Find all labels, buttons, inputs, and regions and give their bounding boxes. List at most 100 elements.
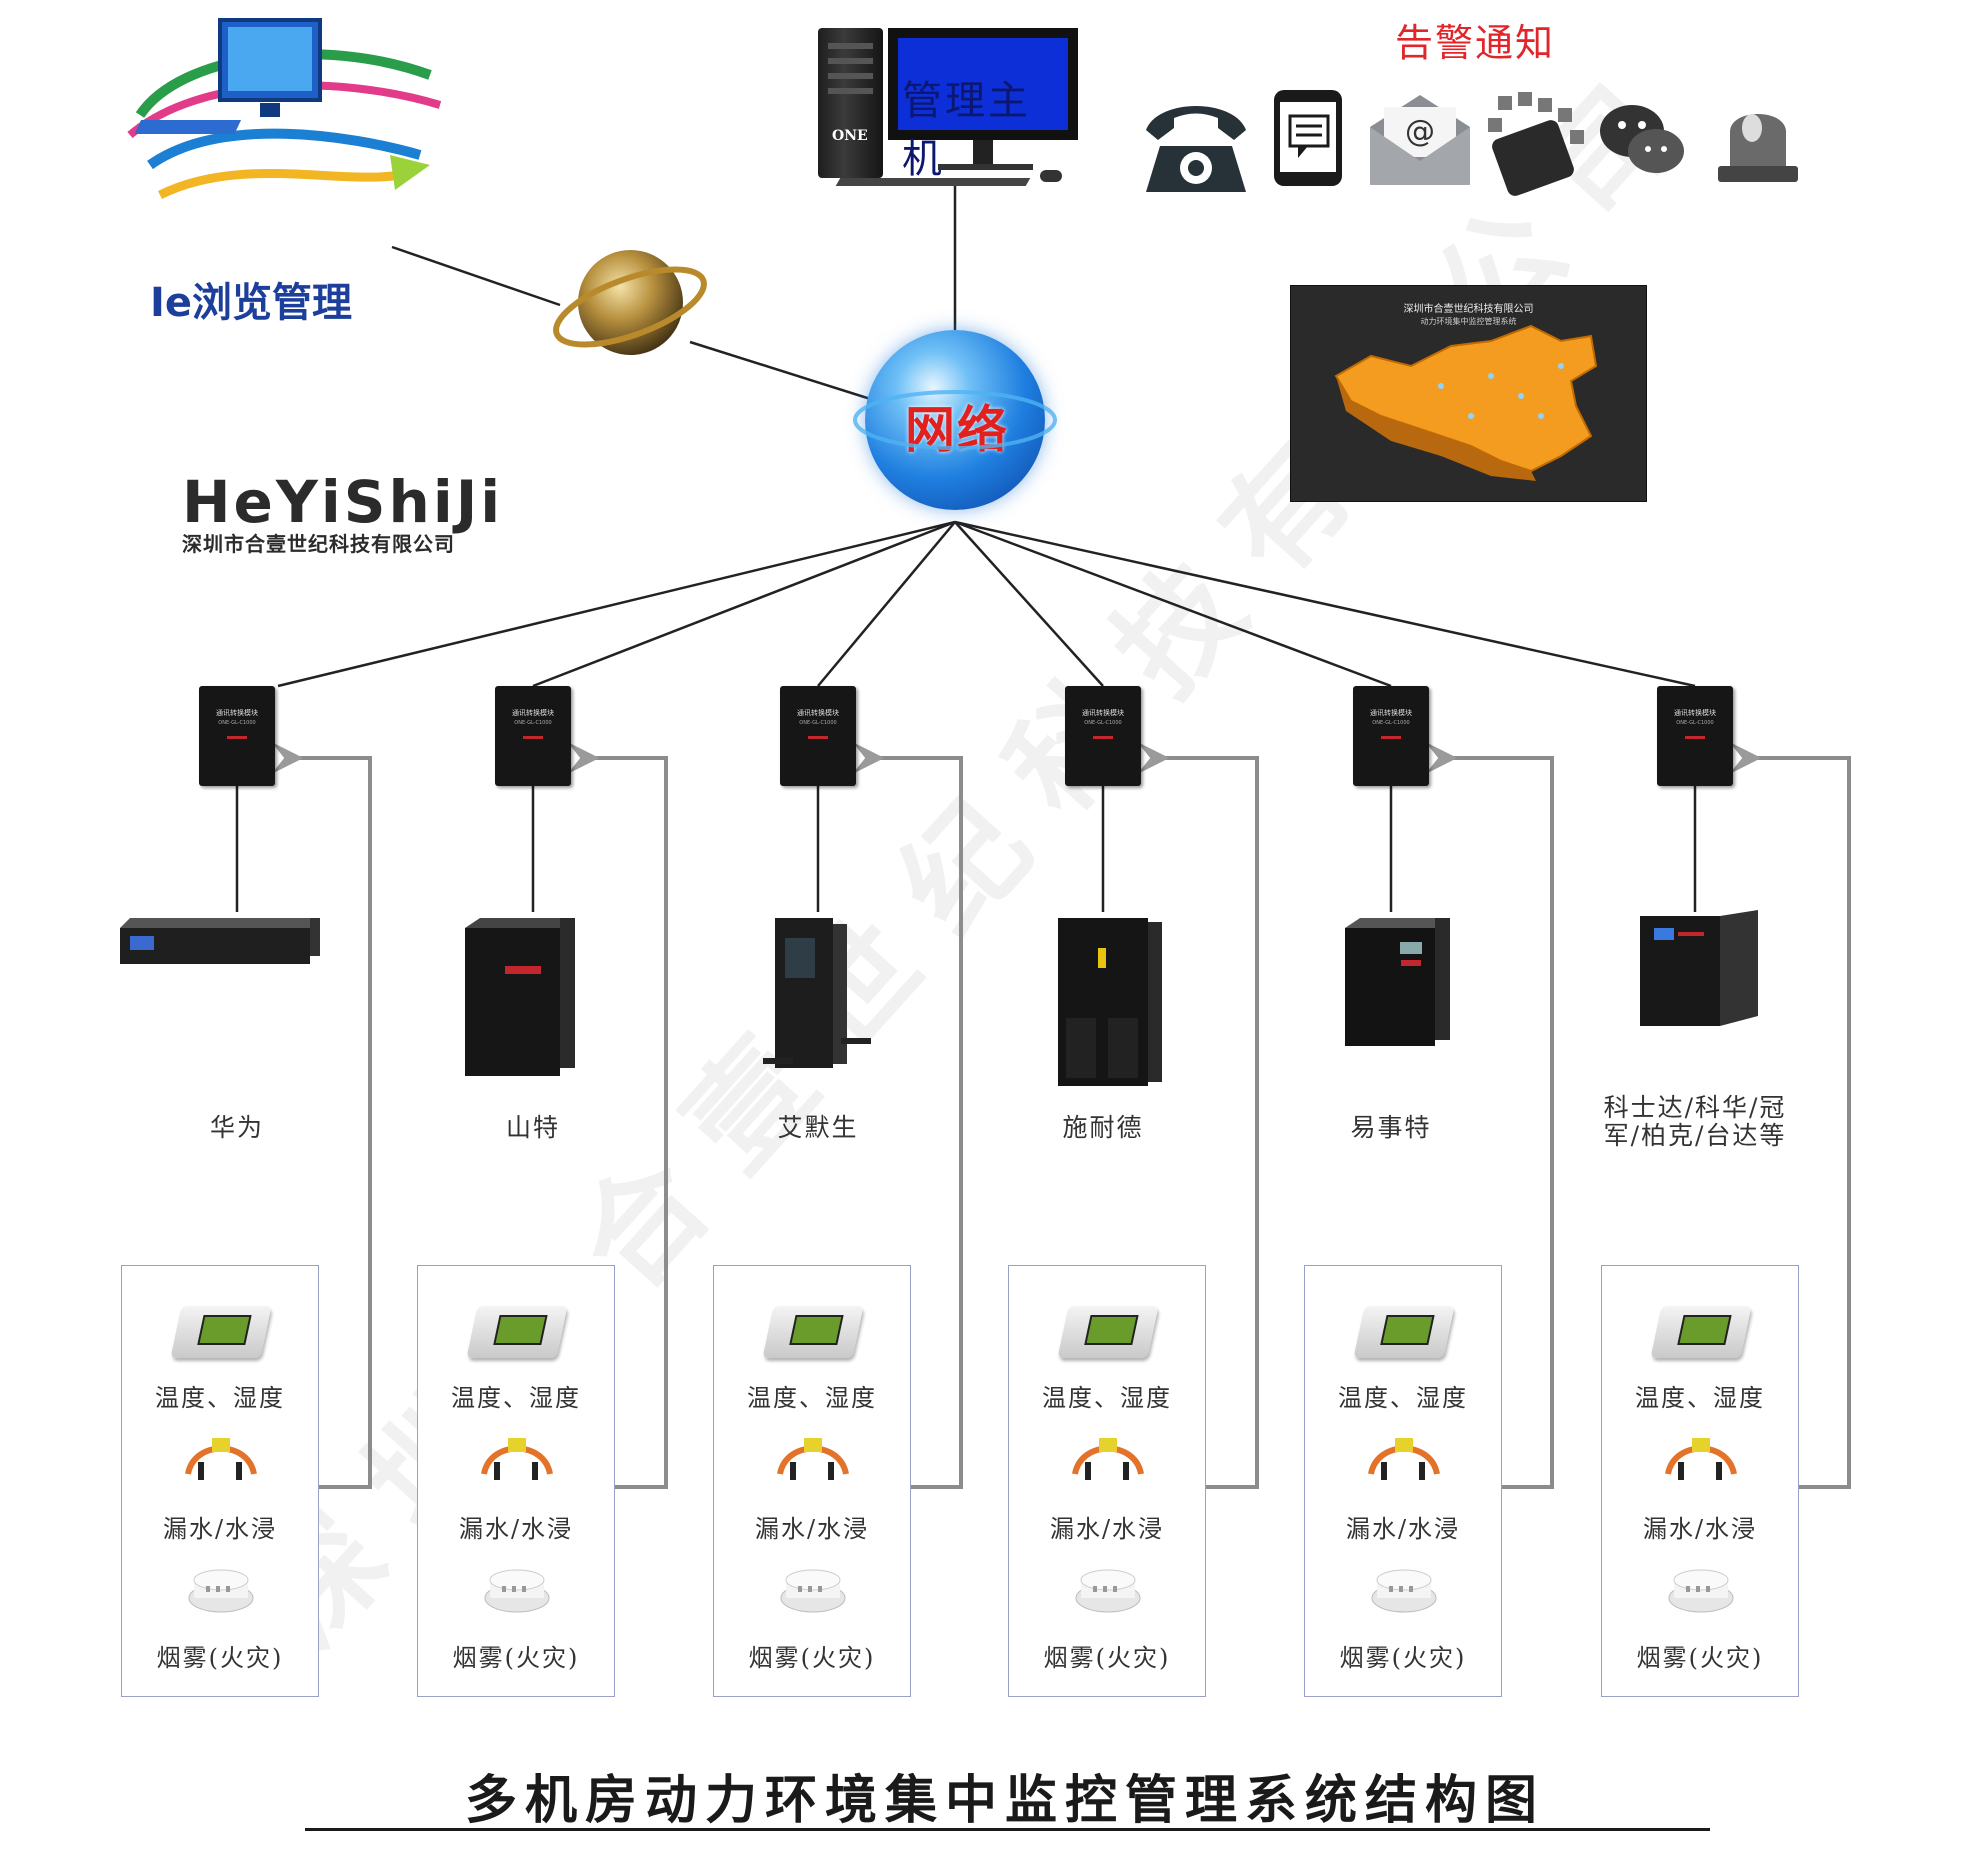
water-leak-sensor-icon: [777, 1438, 849, 1480]
water-leak-label: 漏水/水浸: [458, 1515, 574, 1543]
temp-humidity-sensor-icon: [1353, 1306, 1455, 1358]
email-icon: @: [1370, 95, 1470, 185]
module-title: 通讯转换模块: [1082, 709, 1124, 717]
smoke-fire-label: 烟雾(火灾): [1043, 1644, 1171, 1672]
smoke-detector-icon: [1371, 1569, 1437, 1613]
temp-humidity-sensor-icon: [466, 1306, 568, 1358]
converter-module: 通讯转换模块 ONE-GL-C1000: [1065, 686, 1141, 786]
temp-humidity-label: 温度、湿度: [1635, 1384, 1765, 1412]
water-leak-label: 漏水/水浸: [754, 1515, 870, 1543]
diagram-title: 多机房动力环境集中监控管理系统结构图: [464, 1771, 1545, 1831]
temp-humidity-label: 温度、湿度: [451, 1384, 581, 1412]
module-led: [227, 736, 247, 739]
temp-humidity-label: 温度、湿度: [747, 1384, 877, 1412]
module-led: [1685, 736, 1705, 739]
temp-humidity-sensor-icon: [1650, 1306, 1752, 1358]
svg-text:@: @: [1405, 114, 1435, 149]
temp-humidity-sensor-icon: [762, 1306, 864, 1358]
module-model: ONE-GL-C1000: [218, 720, 256, 726]
water-leak-label: 漏水/水浸: [1345, 1515, 1461, 1543]
sensor-group: 温度、湿度漏水/水浸烟雾(火灾): [713, 1265, 911, 1697]
water-leak-sensor-icon: [481, 1438, 553, 1480]
title-underline: [305, 1828, 1710, 1831]
module-model: ONE-GL-C1000: [1084, 720, 1122, 726]
water-leak-label: 漏水/水浸: [1049, 1515, 1165, 1543]
sms-icon: [1274, 90, 1342, 186]
water-leak-sensor-icon: [185, 1438, 257, 1480]
module-title: 通讯转换模块: [797, 709, 839, 717]
ups-device: [1058, 918, 1168, 1092]
management-host: ONE 管理主机: [818, 28, 1078, 198]
monitor: 管理主机: [888, 28, 1078, 182]
siren-icon: [1718, 114, 1798, 182]
module-model: ONE-GL-C1000: [1676, 720, 1714, 726]
water-leak-sensor-icon: [1665, 1438, 1737, 1480]
converter-module: 通讯转换模块 ONE-GL-C1000: [199, 686, 275, 786]
ups-brand-line2: 军/柏克/台达等: [1603, 1121, 1787, 1150]
network-ring-icon: [853, 390, 1057, 450]
smoke-detector-icon: [1075, 1569, 1141, 1613]
screen-system: 动力环境集中监控管理系统: [1420, 317, 1517, 326]
host-brand: ONE: [832, 128, 868, 144]
sensor-group: 温度、湿度漏水/水浸烟雾(火灾): [417, 1265, 615, 1697]
signal-return-arrow: [852, 742, 963, 1489]
alarm-title: 告警通知: [1395, 21, 1556, 65]
ups-device: [120, 918, 320, 970]
module-led: [1093, 736, 1113, 739]
smoke-fire-label: 烟雾(火灾): [748, 1644, 876, 1672]
ups-brand-label: 施耐德: [1062, 1113, 1144, 1142]
app-icon: [1488, 92, 1584, 196]
smoke-fire-label: 烟雾(火灾): [1339, 1644, 1467, 1672]
signal-return-arrow: [1137, 742, 1259, 1489]
ups-device: [1640, 910, 1760, 1034]
signal-return-arrow: [1425, 742, 1554, 1489]
smoke-detector-icon: [188, 1569, 254, 1613]
signal-return-arrow: [567, 742, 668, 1489]
pc-tower: ONE: [818, 28, 883, 178]
ups-brand-line1: 科士达/科华/冠: [1603, 1093, 1787, 1122]
phone-icon: [1146, 106, 1246, 192]
signal-return-arrow: [1729, 742, 1851, 1489]
temp-humidity-sensor-icon: [170, 1306, 272, 1358]
ups-device: [465, 918, 575, 1082]
temp-humidity-label: 温度、湿度: [1042, 1384, 1172, 1412]
smoke-fire-label: 烟雾(火灾): [156, 1644, 284, 1672]
module-title: 通讯转换模块: [1674, 709, 1716, 717]
ups-device: [763, 918, 873, 1082]
host-label: 管理主机: [902, 78, 1031, 182]
smoke-detector-icon: [1668, 1569, 1734, 1613]
brand-logo: HeYiShiJi: [182, 468, 504, 536]
smoke-detector-icon: [780, 1569, 846, 1613]
ie-browser-icon: [120, 15, 460, 245]
ups-device: [1345, 918, 1455, 1052]
converter-module: 通讯转换模块 ONE-GL-C1000: [1353, 686, 1429, 786]
temp-humidity-sensor-icon: [1057, 1306, 1159, 1358]
temp-humidity-label: 温度、湿度: [155, 1384, 285, 1412]
module-led: [808, 736, 828, 739]
converter-module: 通讯转换模块 ONE-GL-C1000: [1657, 686, 1733, 786]
wechat-icon: [1600, 105, 1684, 173]
sensor-group: 温度、湿度漏水/水浸烟雾(火灾): [1008, 1265, 1206, 1697]
module-led: [523, 736, 543, 739]
module-model: ONE-GL-C1000: [1372, 720, 1410, 726]
ie-browser-label: Ie浏览管理: [150, 280, 353, 326]
module-model: ONE-GL-C1000: [514, 720, 552, 726]
module-title: 通讯转换模块: [1370, 709, 1412, 717]
temp-humidity-label: 温度、湿度: [1338, 1384, 1468, 1412]
module-led: [1381, 736, 1401, 739]
smoke-fire-label: 烟雾(火灾): [1636, 1644, 1764, 1672]
internet-globe: [548, 245, 708, 375]
screen-company: 深圳市合壹世纪科技有限公司: [1403, 304, 1534, 315]
ups-brand-label: 华为: [209, 1113, 264, 1142]
water-leak-label: 漏水/水浸: [162, 1515, 278, 1543]
company-name: 深圳市合壹世纪科技有限公司: [182, 532, 455, 556]
monitoring-screen: 深圳市合壹世纪科技有限公司 动力环境集中监控管理系统: [1290, 285, 1647, 502]
china-map: [1334, 324, 1598, 481]
ups-brand-label: 易事特: [1350, 1113, 1432, 1142]
smoke-detector-icon: [484, 1569, 550, 1613]
sensor-group: 温度、湿度漏水/水浸烟雾(火灾): [121, 1265, 319, 1697]
module-title: 通讯转换模块: [216, 709, 258, 717]
